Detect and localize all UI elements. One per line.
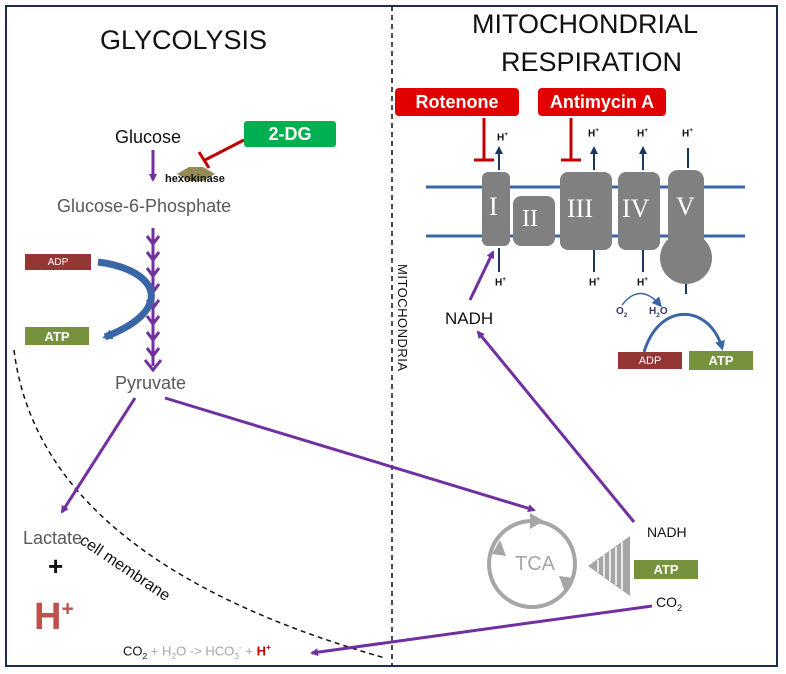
- hplus-bottom-III: H+: [589, 276, 601, 289]
- mito-adp-atp-curve: [642, 313, 725, 353]
- reaction-h2o-sub: 2: [171, 650, 177, 661]
- rotenone-label: Rotenone: [415, 91, 499, 112]
- mito-adp-label: ADP: [638, 354, 662, 367]
- big-proton-h: H: [34, 596, 62, 638]
- antimycin-box: Antimycin A: [538, 88, 666, 116]
- complex-II-label: II: [522, 206, 538, 232]
- tca-atp-box: ATP: [634, 560, 698, 579]
- lactate-label: Lactate: [23, 528, 83, 548]
- rotenone-box: Rotenone: [395, 88, 519, 116]
- co2-label: CO2: [656, 594, 683, 613]
- tca-arrowhead-top: [530, 513, 544, 529]
- tca-funnel-stripes: [597, 542, 623, 590]
- hplus-top-III: H+: [588, 127, 600, 140]
- o2-label: O2: [616, 306, 628, 319]
- nadh-lower-label: NADH: [647, 524, 687, 540]
- g6p-label: Glucose-6-Phosphate: [57, 196, 232, 216]
- antimycin-label: Antimycin A: [549, 91, 655, 112]
- bicarbonate-reaction: CO2 + H2O -> HCO3- + H+: [123, 642, 271, 661]
- hexokinase-label: hexokinase: [165, 173, 225, 185]
- glyco-adp-box: ADP: [25, 254, 91, 270]
- o2-h2o-curve: [621, 292, 662, 308]
- complex-III-shape: [560, 172, 612, 250]
- 2dg-inhibition: [204, 138, 245, 162]
- pyruvate-lactate-arrow: [60, 397, 137, 514]
- hplus-bottom-I: H+: [495, 276, 507, 289]
- mito-title-line1: MITOCHONDRIAL: [472, 9, 699, 39]
- hplus-top-IV: H+: [637, 127, 649, 140]
- complex-IV-label: IV: [622, 194, 650, 223]
- mitochondria-vertical-label: MITOCHONDRIA: [395, 264, 410, 372]
- glycolysis-title: GLYCOLYSIS: [100, 25, 268, 55]
- reaction-hco3-sup: -: [238, 642, 242, 652]
- tca-label: TCA: [515, 553, 555, 575]
- complex-V-stalk: [668, 170, 704, 250]
- complex-I-label: I: [489, 192, 498, 221]
- reaction-co2-sub: 2: [142, 650, 148, 661]
- co2-arrow: [310, 604, 653, 657]
- h2o-label: H2O: [649, 306, 668, 319]
- reaction-h2o: + H: [147, 643, 172, 659]
- reaction-h: H: [256, 643, 267, 659]
- adp-atp-curve: [97, 258, 155, 341]
- complex-V-label: V: [676, 192, 695, 221]
- glyco-atp-box: ATP: [25, 327, 89, 345]
- 2dg-box: 2-DG: [244, 121, 336, 147]
- glyco-atp-label: ATP: [44, 328, 70, 344]
- pyruvate-label: Pyruvate: [115, 373, 187, 393]
- reaction-hco3-sub: 3: [234, 650, 239, 661]
- 2dg-label: 2-DG: [268, 123, 312, 144]
- mito-title-line2: RESPIRATION: [501, 47, 683, 77]
- mito-atp-label: ATP: [708, 353, 734, 368]
- complex-II-shape: [513, 196, 555, 246]
- hexokinase-shape: [177, 167, 215, 181]
- hplus-top-V: H+: [682, 127, 694, 140]
- big-proton-plus: +: [61, 597, 74, 621]
- nadh-arrow: [476, 330, 636, 523]
- mito-atp-box: ATP: [689, 351, 753, 370]
- complex-III-label: III: [567, 194, 593, 223]
- tca-funnel: [588, 536, 630, 596]
- complex-I-shape: [482, 172, 510, 246]
- cell-membrane-curve: [13, 349, 386, 659]
- complex-V-head: [660, 232, 712, 284]
- tca-arrowhead-left: [492, 540, 506, 556]
- hplus-top-I: H+: [497, 131, 509, 144]
- tca-atp-label: ATP: [653, 562, 679, 577]
- nadh-upper-label: NADH: [445, 309, 494, 328]
- tca-arrowhead-right: [559, 576, 573, 592]
- nadh-complex1-arrow: [468, 250, 495, 301]
- hplus-bottom-IV: H+: [637, 276, 649, 289]
- complex-IV-shape: [618, 172, 660, 250]
- mito-adp-box: ADP: [618, 352, 682, 369]
- plus-sign: +: [48, 551, 64, 581]
- glucose-label: Glucose: [115, 127, 182, 147]
- pyruvate-tca-arrow: [164, 396, 536, 513]
- reaction-h-sup: +: [266, 642, 271, 652]
- 2dg-inhibition-bar: [197, 151, 211, 169]
- reaction-co2: CO: [123, 643, 143, 659]
- glyco-adp-label: ADP: [47, 256, 69, 268]
- big-proton: H+: [34, 596, 74, 639]
- reaction-arrow-hco3: O -> HCO: [176, 643, 235, 659]
- reaction-plus: +: [241, 643, 257, 659]
